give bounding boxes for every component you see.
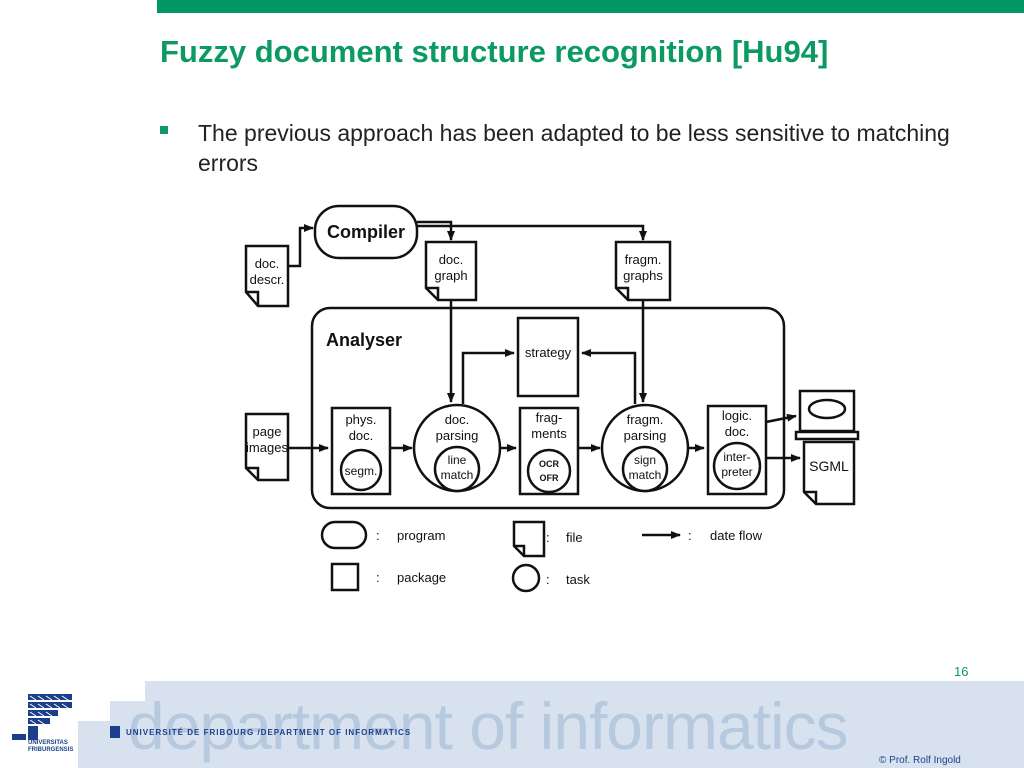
ocr-label: OCR [539,459,560,469]
fragm-parsing-label-1: fragm. [627,412,664,427]
copyright: © Prof. Rolf Ingold [879,755,961,766]
bullet-item: The previous approach has been adapted t… [160,118,980,178]
legend-task-label: task [566,572,590,587]
sign-match-label-2: match [629,468,662,482]
legend-program-shape [320,520,368,550]
fragm-graphs-file [614,240,672,302]
line-match-label-1: line [448,453,467,467]
doc-graph-file [424,240,478,302]
doc-descr-label-1: doc. [255,256,280,271]
doc-parsing-label-2: parsing [436,428,479,443]
footer-band [0,681,1024,768]
phys-doc-label-1: phys. [345,412,376,427]
legend-package-label: package [397,570,446,585]
fragments-label-2: ments [531,426,567,441]
page-images-file [244,412,290,482]
bullet-square-icon [160,126,168,134]
legend-task-shape [511,563,541,593]
logic-doc-label-2: doc. [725,424,750,439]
sign-match-label-1: sign [634,453,656,467]
university-mark-icon [110,726,120,738]
doc-parsing-label-1: doc. [445,412,470,427]
line-match-task [433,445,481,493]
phys-doc-label-2: doc. [349,428,374,443]
university-line: UNIVERSITÉ DE FRIBOURG /DEPARTMENT OF IN… [126,728,412,737]
doc-graph-label-2: graph [434,268,467,283]
strategy-label: strategy [525,345,572,360]
ofr-label: OFR [540,473,559,483]
segm-task [339,448,383,492]
legend-program-label: program [397,528,445,543]
analyser-label: Analyser [326,330,402,350]
segm-label: segm. [345,464,378,478]
fragm-graphs-label-1: fragm. [625,252,662,267]
department-wordmark: department of informatics [128,689,849,763]
fragm-parsing-label-2: parsing [624,428,667,443]
ocr-ofr-task [526,448,572,494]
legend-file-shape [512,520,546,558]
compiler-program [313,204,419,260]
compiler-label: Compiler [327,222,405,242]
sign-match-task [621,445,669,493]
line-match-label-2: match [441,468,474,482]
fragments-label-1: frag- [536,410,563,425]
bullet-text: The previous approach has been adapted t… [198,120,950,176]
sgml-file [802,440,856,506]
fragm-graphs-label-2: graphs [623,268,663,283]
page-images-label-2: images [246,440,288,455]
interpreter-label-2: preter [721,465,752,479]
interpreter-label-1: inter- [723,450,750,464]
doc-graph-label-1: doc. [439,252,464,267]
sgml-label: SGML [809,458,849,474]
logo-text-line-2: FRIBURGENSIS [28,747,74,753]
doc-descr-label-2: descr. [250,272,285,287]
page-images-label-1: page [253,424,282,439]
architecture-diagram: Compiler Analyser doc. descr. doc. graph… [244,204,860,593]
legend-sep-task: : [546,572,550,587]
logic-doc-label-1: logic. [722,408,752,423]
legend-sep-program: : [376,528,380,543]
legend-file-label: file [566,530,583,545]
university-logo [12,694,72,740]
logo-text: UNIVERSITAS FRIBURGENSIS [28,740,73,754]
top-accent-bar [157,0,1024,13]
legend-date-flow-label: date flow [710,528,763,543]
legend-sep-flow: : [688,528,692,543]
slide-title: Fuzzy document structure recognition [Hu… [160,34,829,69]
legend-package-shape [330,562,360,592]
legend-sep-file: : [546,530,550,545]
page-number: 16 [954,664,969,679]
interpreter-task [712,441,762,491]
strategy-package [516,316,580,398]
legend-sep-package: : [376,570,380,585]
footer-step [145,681,1024,768]
logo-text-line-1: UNIVERSITAS [28,740,68,746]
